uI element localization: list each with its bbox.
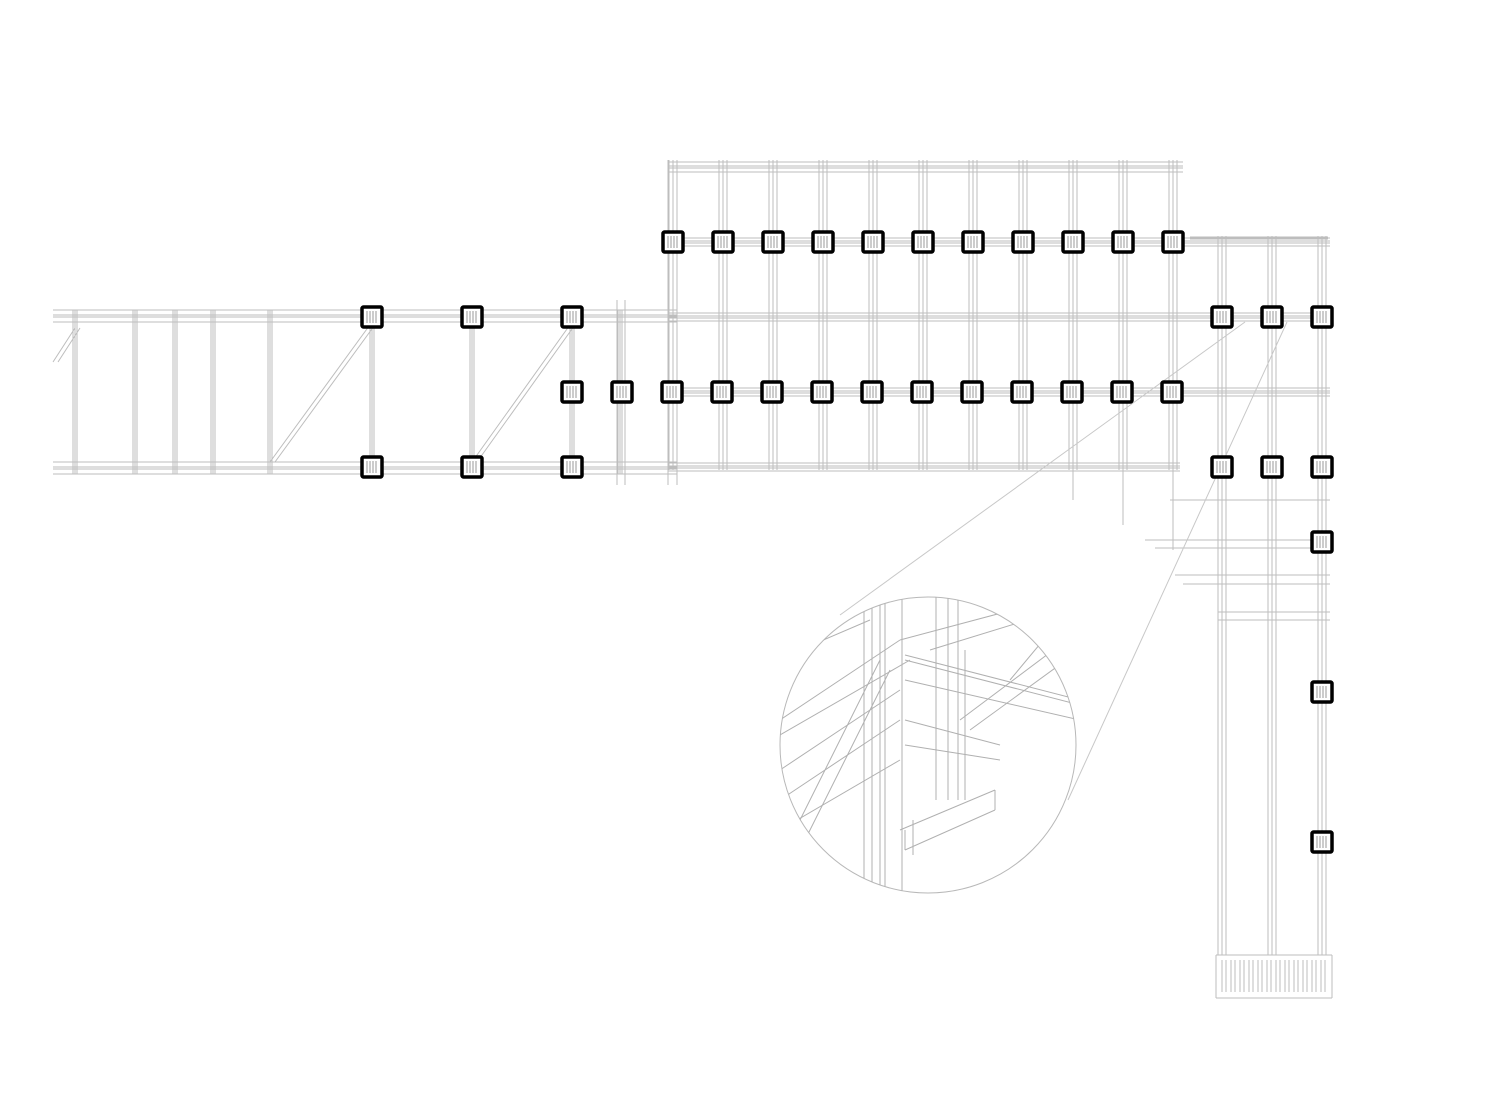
detail-member (780, 639, 901, 721)
detail-member (904, 659, 1076, 706)
footing-square-icon (710, 380, 734, 404)
footing-square-icon (910, 380, 934, 404)
footing-square-icon (1310, 530, 1334, 554)
footing-square-icon (761, 230, 785, 254)
footing-square-icon (860, 380, 884, 404)
brace (471, 321, 573, 463)
detail-circle (779, 596, 1077, 894)
footing-square-icon (1310, 305, 1334, 329)
footing-square-icon (560, 455, 584, 479)
footing-square-icon (1260, 455, 1284, 479)
footing-square-icon (1110, 380, 1134, 404)
brace (57, 327, 81, 363)
framing-members (52, 160, 1333, 999)
footing-square-icon (911, 230, 935, 254)
detail-member (789, 659, 881, 841)
footing-square-icon (1111, 230, 1135, 254)
footing-square-icon (661, 230, 685, 254)
footing-square-icon (1060, 380, 1084, 404)
brace (476, 321, 578, 463)
footing-square-icon (360, 455, 384, 479)
footing-square-icon (460, 305, 484, 329)
footing-square-icon (1260, 305, 1284, 329)
callout-leader-line (1067, 321, 1288, 801)
footing-square-icon (1210, 305, 1234, 329)
footing-square-icon (660, 380, 684, 404)
footing-square-icon (961, 230, 985, 254)
footing-square-icon (560, 380, 584, 404)
footing-square-icon (1160, 380, 1184, 404)
footing-square-icon (711, 230, 735, 254)
detail-member (904, 654, 1076, 701)
footing-square-icon (861, 230, 885, 254)
callout-leader-line (839, 321, 1246, 616)
footing-square-icon (760, 380, 784, 404)
footing-square-icon (1010, 380, 1034, 404)
detail-member (904, 679, 1076, 721)
footing-square-icon (1011, 230, 1035, 254)
footing-square-icon (360, 305, 384, 329)
footing-square-icon (610, 380, 634, 404)
detail-member (780, 759, 901, 831)
detail-member (904, 719, 1001, 746)
footing-square-icon (460, 455, 484, 479)
brace (269, 321, 373, 463)
footing-square-icon (1310, 680, 1334, 704)
detail-member (904, 809, 996, 851)
detail-member (899, 789, 996, 831)
detail-member (780, 719, 901, 801)
footing-square-icon (1310, 455, 1334, 479)
detail-member (904, 744, 1001, 761)
footings (360, 230, 1334, 854)
detail-member (780, 689, 901, 771)
footing-square-icon (811, 230, 835, 254)
brace (52, 327, 76, 363)
footing-square-icon (1161, 230, 1185, 254)
footing-square-icon (560, 305, 584, 329)
footing-square-icon (1061, 230, 1085, 254)
footing-square-icon (960, 380, 984, 404)
footing-square-icon (810, 380, 834, 404)
detail-callout (779, 321, 1288, 894)
detail-member (799, 669, 891, 851)
brace (274, 321, 378, 463)
footing-square-icon (1310, 830, 1334, 854)
footing-square-icon (1210, 455, 1234, 479)
